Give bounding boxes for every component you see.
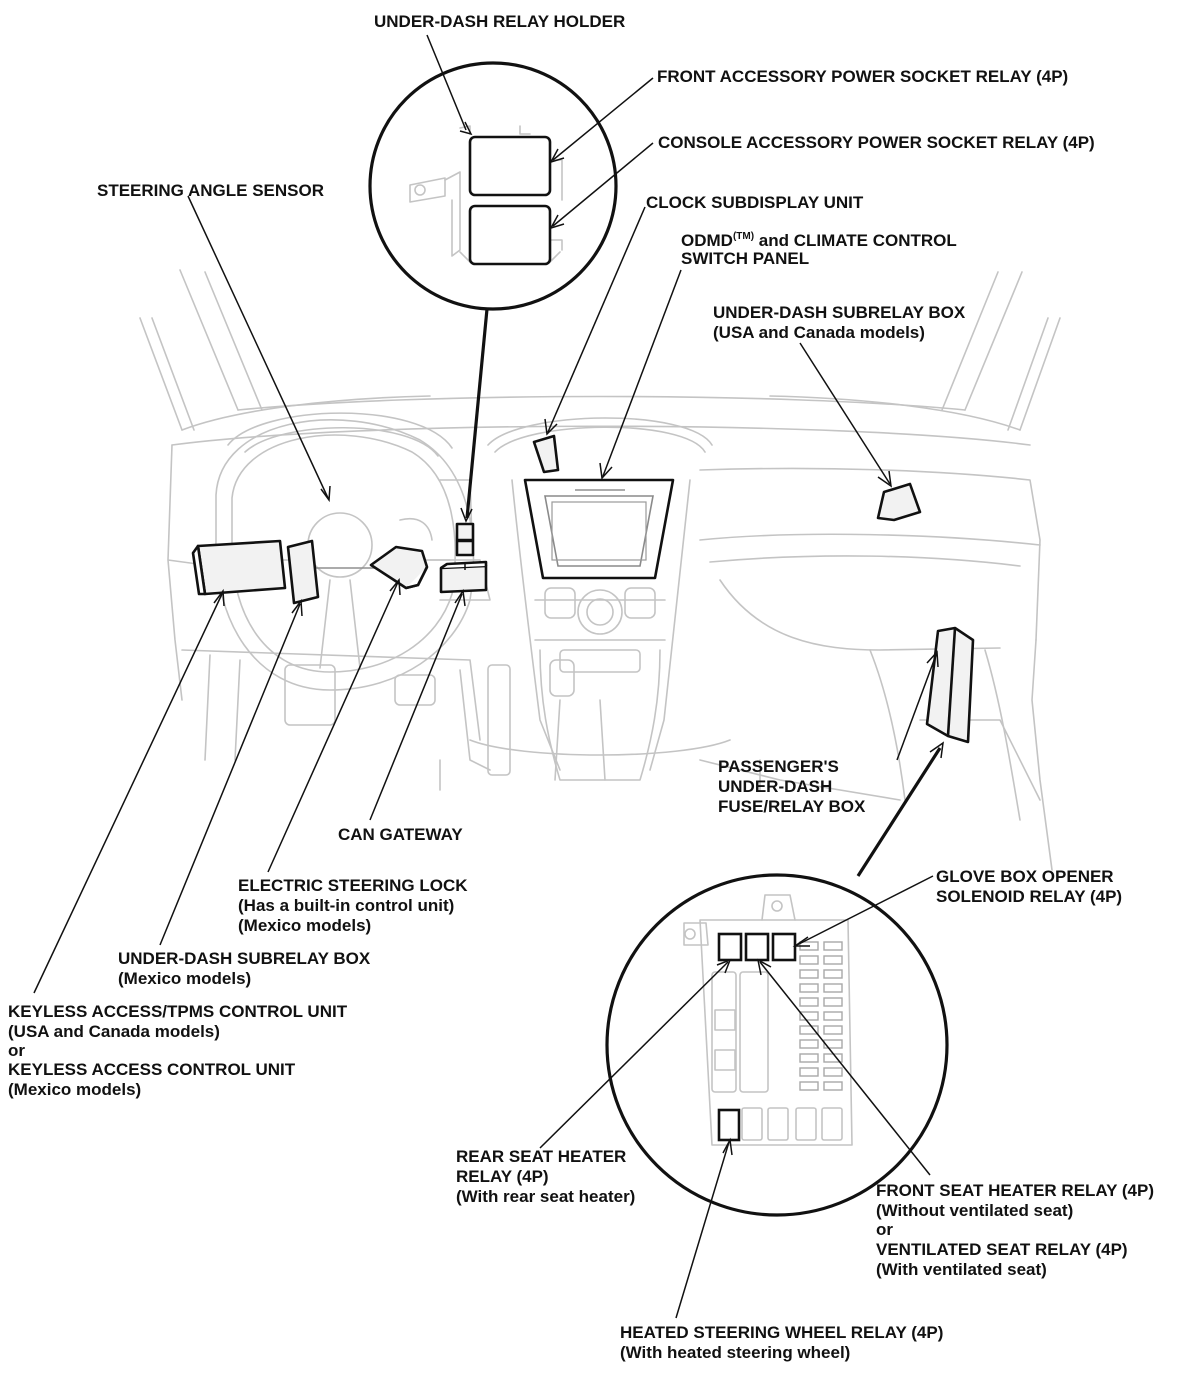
label-keyless-line2: (USA and Canada models) xyxy=(8,1022,220,1041)
label-heated-wheel-line1: HEATED STEERING WHEEL RELAY (4P) xyxy=(620,1323,943,1342)
label-glove-box-line2: SOLENOID RELAY (4P) xyxy=(936,887,1122,906)
labels: UNDER-DASH RELAY HOLDER FRONT ACCESSORY … xyxy=(8,12,1154,1362)
label-passenger-fuse-line3: FUSE/RELAY BOX xyxy=(718,797,866,816)
label-keyless-line5: (Mexico models) xyxy=(8,1080,141,1099)
front-seat-heater-relay xyxy=(744,932,770,962)
label-subrelay-mex-line2: (Mexico models) xyxy=(118,969,251,988)
can-gateway-unit xyxy=(439,560,488,594)
label-front-accessory-relay: FRONT ACCESSORY POWER SOCKET RELAY (4P) xyxy=(657,67,1068,86)
fuse-box-inset xyxy=(605,873,949,1217)
relay-holder-inset xyxy=(368,61,618,311)
label-rear-seat-line3: (With rear seat heater) xyxy=(456,1187,635,1206)
label-front-seat-line4: VENTILATED SEAT RELAY (4P) xyxy=(876,1240,1128,1259)
under-dash-subrelay-box-mexico xyxy=(286,539,320,605)
console-accessory-power-socket-relay xyxy=(468,204,552,266)
keyless-access-control-unit xyxy=(191,539,287,596)
label-rear-seat-line1: REAR SEAT HEATER xyxy=(456,1147,626,1166)
under-dash-subrelay-box-usa xyxy=(876,482,922,522)
rear-seat-heater-relay xyxy=(717,932,743,962)
label-glove-box-line1: GLOVE BOX OPENER xyxy=(936,867,1114,886)
label-steering-lock-line2: (Has a built-in control unit) xyxy=(238,896,454,915)
label-steering-angle-sensor: STEERING ANGLE SENSOR xyxy=(97,181,324,200)
label-passenger-fuse-line2: UNDER-DASH xyxy=(718,777,832,796)
glove-box-opener-relay xyxy=(771,932,797,962)
odmd-climate-text: and CLIMATE CONTROL xyxy=(754,231,957,250)
label-under-dash-relay-holder: UNDER-DASH RELAY HOLDER xyxy=(374,12,625,31)
label-subrelay-usa-line2: (USA and Canada models) xyxy=(713,323,925,342)
passengers-fuse-relay-box xyxy=(925,626,975,744)
label-keyless-line4: KEYLESS ACCESS CONTROL UNIT xyxy=(8,1060,296,1079)
clock-subdisplay-unit xyxy=(532,434,560,474)
label-rear-seat-line2: RELAY (4P) xyxy=(456,1167,549,1186)
label-clock-subdisplay: CLOCK SUBDISPLAY UNIT xyxy=(646,193,864,212)
odmd-trademark: (TM) xyxy=(733,231,754,242)
label-front-seat-line3: or xyxy=(876,1220,893,1239)
odmd-display-panel xyxy=(523,478,675,580)
label-front-seat-line2: (Without ventilated seat) xyxy=(876,1201,1073,1220)
heated-steering-wheel-relay xyxy=(717,1108,741,1142)
label-front-seat-line5: (With ventilated seat) xyxy=(876,1260,1047,1279)
label-steering-lock-line3: (Mexico models) xyxy=(238,916,371,935)
label-subrelay-mex-line1: UNDER-DASH SUBRELAY BOX xyxy=(118,949,371,968)
label-console-accessory-relay: CONSOLE ACCESSORY POWER SOCKET RELAY (4P… xyxy=(658,133,1095,152)
under-dash-relay-holder xyxy=(455,522,475,570)
label-passenger-fuse-line1: PASSENGER'S xyxy=(718,757,839,776)
dashboard-outline xyxy=(139,269,1061,871)
label-keyless-line1: KEYLESS ACCESS/TPMS CONTROL UNIT xyxy=(8,1002,348,1021)
odmd-text: ODMD xyxy=(681,231,733,250)
label-keyless-line3: or xyxy=(8,1041,25,1060)
front-accessory-power-socket-relay xyxy=(468,135,552,197)
label-steering-lock-line1: ELECTRIC STEERING LOCK xyxy=(238,876,468,895)
label-odmd-line1: ODMD(TM) and CLIMATE CONTROL xyxy=(681,231,957,250)
label-subrelay-usa-line1: UNDER-DASH SUBRELAY BOX xyxy=(713,303,966,322)
electric-steering-lock xyxy=(369,545,429,590)
label-heated-wheel-line2: (With heated steering wheel) xyxy=(620,1343,850,1362)
leader-lines xyxy=(33,34,944,1319)
label-odmd-line2: SWITCH PANEL xyxy=(681,249,809,268)
label-front-seat-line1: FRONT SEAT HEATER RELAY (4P) xyxy=(876,1181,1154,1200)
label-can-gateway: CAN GATEWAY xyxy=(338,825,463,844)
